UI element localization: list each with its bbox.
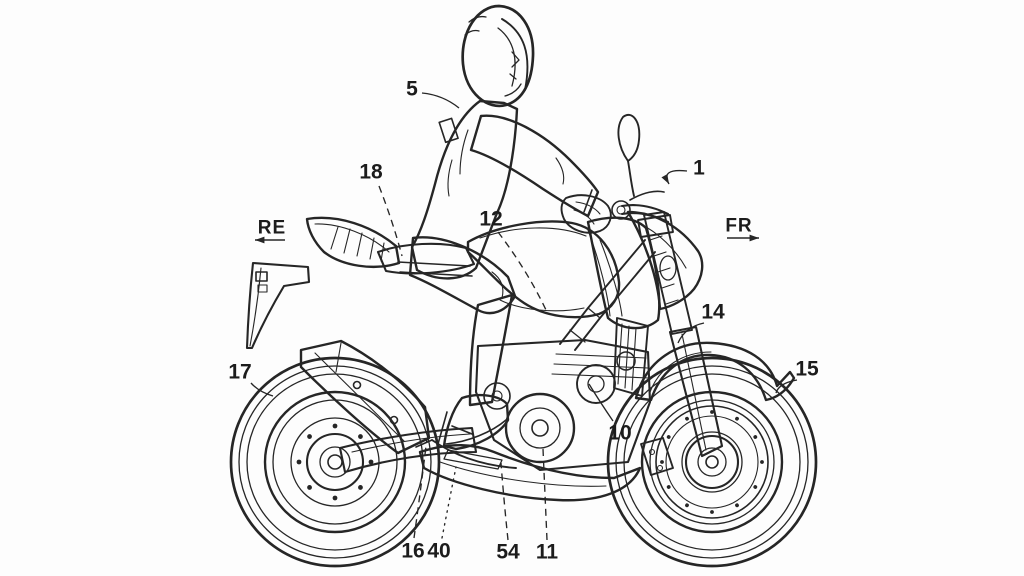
leader-line-5 <box>421 92 460 109</box>
front-brake-caliper <box>640 437 674 476</box>
tail-cowl <box>305 216 401 268</box>
handlebar <box>611 190 674 238</box>
leader-line-12 <box>497 231 547 311</box>
reference-label-17: 17 <box>228 361 251 384</box>
reference-label-40: 40 <box>427 540 450 563</box>
mirror <box>617 114 641 197</box>
reference-label-18: 18 <box>359 161 383 184</box>
rider-leg <box>408 236 517 407</box>
exhaust-pipe <box>431 439 517 469</box>
belly-pan <box>418 444 642 502</box>
direction-label-front: FR <box>725 216 752 237</box>
rear-fender <box>245 261 311 350</box>
rider <box>408 4 612 451</box>
reference-label-10: 10 <box>608 422 631 445</box>
leader-line-14 <box>677 322 705 344</box>
front-fork <box>643 211 724 458</box>
leader-line-54 <box>500 462 509 541</box>
reference-label-1: 1 <box>693 157 705 180</box>
rider-glove <box>560 194 612 234</box>
direction-label-rear: RE <box>258 218 286 239</box>
rider-torso <box>410 99 519 280</box>
rider-boot <box>442 393 510 451</box>
leader-line-1 <box>666 169 688 185</box>
leader-line-18 <box>378 185 403 257</box>
reference-label-54: 54 <box>496 541 520 564</box>
headlight-cowl <box>626 210 704 311</box>
arrowhead <box>661 174 669 184</box>
exhaust-heat-shield <box>299 339 431 455</box>
reference-label-5: 5 <box>406 78 418 101</box>
reference-label-11: 11 <box>536 541 559 564</box>
leader-line-17 <box>250 382 274 397</box>
arrowhead <box>255 236 265 244</box>
reference-label-16: 16 <box>401 540 424 563</box>
rider-helmet <box>461 4 535 108</box>
radiator <box>613 317 649 397</box>
engine <box>415 338 652 472</box>
rider-arm <box>469 114 600 218</box>
seat <box>376 242 476 275</box>
reference-label-15: 15 <box>795 358 819 381</box>
reference-label-14: 14 <box>701 301 725 324</box>
swingarm <box>338 426 478 474</box>
front-fender <box>634 341 796 402</box>
leader-line-16 <box>413 437 428 539</box>
leader-line-15 <box>775 379 798 394</box>
arrowhead <box>749 234 759 242</box>
leader-line-10 <box>588 383 614 422</box>
leader-line-40 <box>441 466 457 539</box>
reference-label-12: 12 <box>479 208 502 231</box>
